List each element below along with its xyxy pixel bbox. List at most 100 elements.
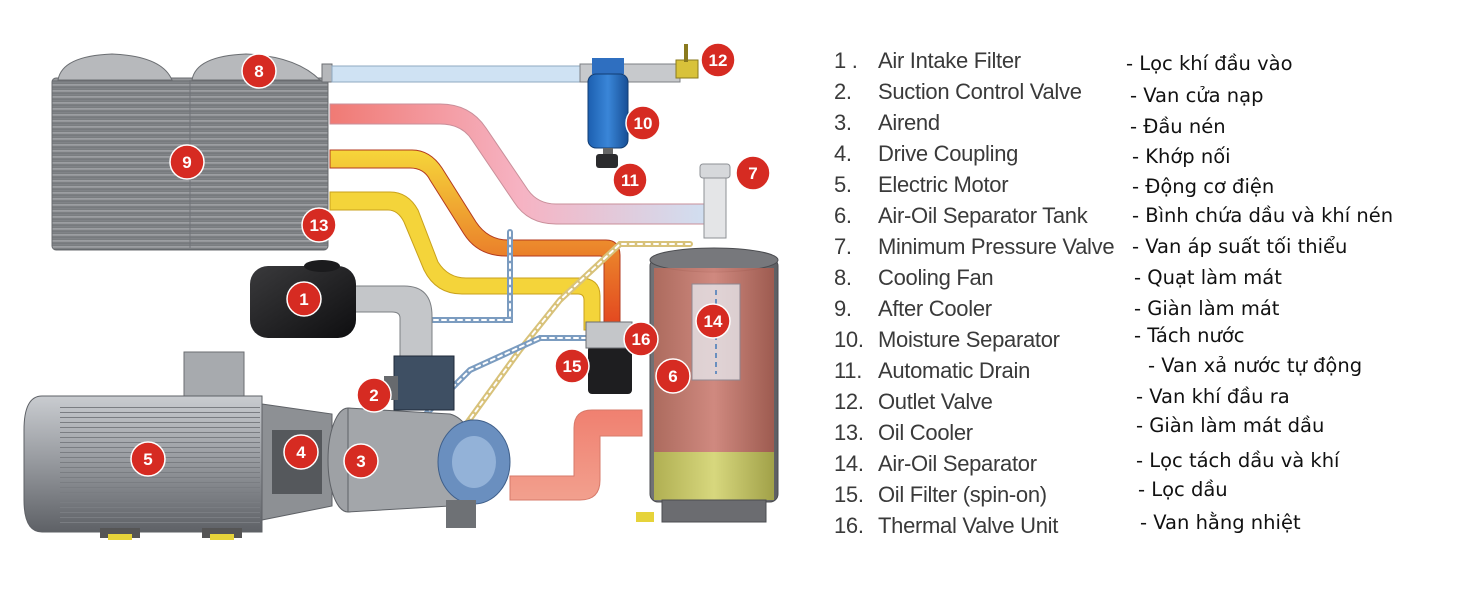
legend-vietnamese-label: - Lọc khí đầu vào [1126,52,1293,75]
legend-vietnamese-label: - Van xả nước tự động [1148,354,1362,377]
legend-english-label: 13.Oil Cooler [834,420,973,446]
legend-english-label: 3.Airend [834,110,940,136]
marker-16: 16 [624,322,658,356]
legend-english-name: Moisture Separator [878,327,1060,352]
legend-english-label: 16.Thermal Valve Unit [834,513,1058,539]
legend-english-name: Automatic Drain [878,358,1030,383]
cooling-fan [58,54,332,82]
marker-1: 1 [287,282,321,316]
marker-label: 13 [310,216,329,235]
legend-number: 8. [834,265,878,291]
legend-vietnamese-label: - Khớp nối [1132,145,1231,168]
legend-english-name: Cooling Fan [878,265,993,290]
legend-vietnamese-label: - Lọc tách dầu và khí [1136,449,1339,472]
marker-label: 11 [621,171,639,190]
legend-vietnamese-label: - Giàn làm mát [1134,297,1279,320]
legend-english-name: Suction Control Valve [878,79,1082,104]
marker-11: 11 [613,163,647,197]
marker-14: 14 [696,304,730,338]
legend-number: 15. [834,482,878,508]
legend-english-label: 11.Automatic Drain [834,358,1030,384]
legend-number: 3. [834,110,878,136]
legend-english-label: 5.Electric Motor [834,172,1008,198]
legend-vietnamese-label: - Giàn làm mát dầu [1136,414,1324,437]
legend-english-name: Air-Oil Separator Tank [878,203,1087,228]
legend-vietnamese-label: - Quạt làm mát [1134,266,1282,289]
legend-english-label: 4.Drive Coupling [834,141,1018,167]
marker-label: 8 [254,62,263,81]
legend-number: 5. [834,172,878,198]
legend-english-name: Drive Coupling [878,141,1018,166]
legend-number: 6. [834,203,878,229]
legend-english-name: Outlet Valve [878,389,993,414]
marker-2: 2 [357,378,391,412]
minimum-pressure-valve [700,164,730,238]
marker-8: 8 [242,54,276,88]
legend-vietnamese-label: - Van cửa nạp [1130,84,1263,107]
legend-number: 10. [834,327,878,353]
marker-label: 7 [748,164,757,183]
marker-6: 6 [656,359,690,393]
legend-number: 14. [834,451,878,477]
marker-13: 13 [302,208,336,242]
legend-vietnamese-label: - Đầu nén [1130,115,1226,138]
legend-english-name: Air-Oil Separator [878,451,1037,476]
legend-vietnamese-label: - Tách nước [1134,324,1245,347]
legend-english-label: 1 .Air Intake Filter [834,48,1021,74]
marker-label: 1 [299,290,308,309]
legend-english-label: 6.Air-Oil Separator Tank [834,203,1087,229]
legend-number: 11. [834,358,878,384]
legend-english-name: Air Intake Filter [878,48,1021,73]
legend-english-name: Oil Filter (spin-on) [878,482,1047,507]
legend-vietnamese-label: - Van hằng nhiệt [1140,511,1301,534]
marker-label: 10 [634,114,653,133]
legend-number: 13. [834,420,878,446]
moisture-separator [588,58,628,148]
marker-label: 5 [143,450,152,469]
marker-label: 9 [182,153,191,172]
oil-filter [588,346,632,394]
legend-vietnamese-label: - Van áp suất tối thiểu [1132,235,1347,258]
legend-number: 2. [834,79,878,105]
legend-english-name: Airend [878,110,940,135]
outlet-valve [676,44,698,78]
legend-english-label: 12.Outlet Valve [834,389,993,415]
legend-vietnamese-label: - Lọc dầu [1138,478,1228,501]
marker-12: 12 [701,43,735,77]
marker-label: 6 [668,367,677,386]
marker-label: 12 [709,51,728,70]
air-intake-filter [250,260,432,360]
legend-english-label: 9.After Cooler [834,296,992,322]
legend-english-name: Oil Cooler [878,420,973,445]
legend-number: 7. [834,234,878,260]
legend-english-label: 10.Moisture Separator [834,327,1060,353]
marker-label: 16 [632,330,651,349]
legend-english-label: 8.Cooling Fan [834,265,993,291]
marker-label: 15 [563,357,582,376]
discharge-pipe [510,410,642,500]
marker-label: 14 [704,312,723,331]
legend-english-label: 14.Air-Oil Separator [834,451,1037,477]
marker-3: 3 [344,444,378,478]
legend-number: 4. [834,141,878,167]
marker-7: 7 [736,156,770,190]
suction-control-valve [384,356,454,410]
legend-english-label: 7.Minimum Pressure Valve [834,234,1114,260]
legend-english-name: After Cooler [878,296,992,321]
legend-english-label: 15.Oil Filter (spin-on) [834,482,1047,508]
marker-label: 3 [356,452,365,471]
legend-english-label: 2.Suction Control Valve [834,79,1082,105]
legend-number: 12. [834,389,878,415]
marker-15: 15 [555,349,589,383]
automatic-drain [596,148,618,168]
marker-10: 10 [626,106,660,140]
marker-5: 5 [131,442,165,476]
marker-4: 4 [284,435,318,469]
marker-label: 4 [296,443,306,462]
marker-9: 9 [170,145,204,179]
legend-vietnamese-label: - Động cơ điện [1132,175,1274,198]
legend-vietnamese-label: - Bình chứa dầu và khí nén [1132,204,1393,227]
legend-number: 1 . [834,48,878,74]
legend-english-name: Minimum Pressure Valve [878,234,1114,259]
